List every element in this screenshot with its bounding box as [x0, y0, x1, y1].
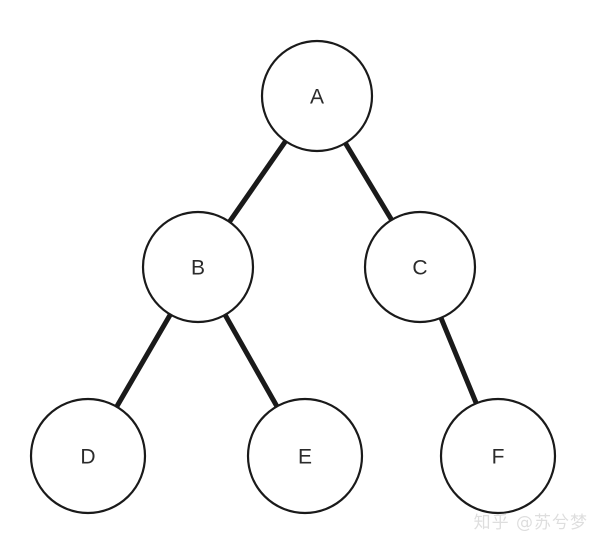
- nodes-group: A B C D E F: [29, 39, 557, 515]
- node-circle-c[interactable]: [363, 210, 477, 324]
- node-label-b: B: [191, 257, 205, 280]
- tree-node-c[interactable]: C: [363, 210, 477, 324]
- edge-c-f: [438, 315, 479, 406]
- edge-a-c: [342, 140, 395, 223]
- tree-node-d[interactable]: D: [29, 397, 147, 515]
- node-label-e: E: [298, 446, 312, 469]
- edge-b-d: [114, 312, 173, 409]
- tree-node-a[interactable]: A: [260, 39, 374, 153]
- node-label-c: C: [412, 257, 427, 280]
- node-label-d: D: [80, 446, 95, 469]
- node-circle-a[interactable]: [260, 39, 374, 153]
- node-circle-e[interactable]: [246, 397, 364, 515]
- tree-node-f[interactable]: F: [439, 397, 557, 515]
- node-circle-d[interactable]: [29, 397, 147, 515]
- edge-b-e: [222, 312, 280, 409]
- node-label-a: A: [310, 86, 324, 109]
- edges-group: [114, 138, 479, 409]
- node-circle-f[interactable]: [439, 397, 557, 515]
- node-label-f: F: [492, 446, 505, 469]
- edge-a-b: [226, 138, 289, 225]
- tree-node-e[interactable]: E: [246, 397, 364, 515]
- node-circle-b[interactable]: [141, 210, 255, 324]
- tree-node-b[interactable]: B: [141, 210, 255, 324]
- zhihu-watermark: 知乎 @苏兮梦: [473, 513, 588, 533]
